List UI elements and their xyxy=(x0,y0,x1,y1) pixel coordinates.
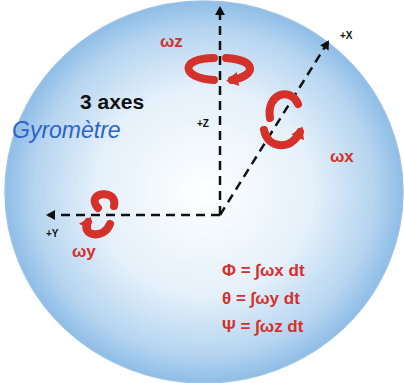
rate-label-y: ωy xyxy=(72,243,96,262)
y-axis xyxy=(48,214,220,217)
axis-label: +X xyxy=(340,30,353,41)
sphere xyxy=(5,1,403,383)
title-text: Gyromètre xyxy=(12,118,121,143)
rate-label-x: ωx xyxy=(330,148,354,167)
z-axis xyxy=(219,8,222,215)
angle-formula: θ = ∫ωy dt xyxy=(222,290,300,309)
axis-label: +Z xyxy=(197,118,209,129)
axis-label: +Y xyxy=(46,228,59,239)
rotation-arrow-z xyxy=(189,58,251,80)
rotation-arrow-x xyxy=(264,94,300,145)
rate-label-z: ωz xyxy=(160,33,183,52)
x-axis xyxy=(220,42,328,215)
angle-formula: Ψ = ∫ωz dt xyxy=(222,318,303,337)
angle-formula: Φ = ∫ωx dt xyxy=(222,262,305,281)
rotation-arrow-y xyxy=(86,194,114,234)
title-text: 3 axes xyxy=(80,90,144,113)
